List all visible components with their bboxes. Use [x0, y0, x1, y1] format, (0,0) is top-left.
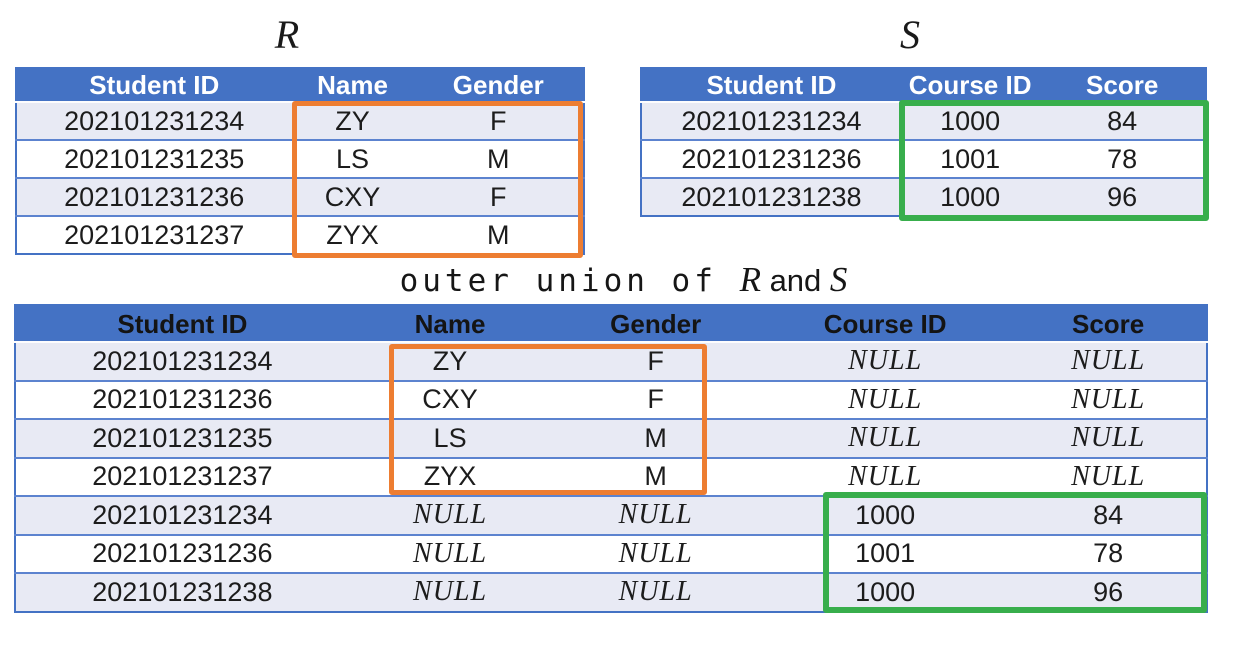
- table-cell-null: NULL: [1010, 456, 1207, 496]
- table-cell: CXY: [291, 177, 414, 216]
- table-cell-null: NULL: [551, 572, 760, 612]
- table-cell: 1000: [759, 572, 1011, 612]
- column-header-student-id: Student ID: [15, 305, 349, 343]
- column-header-student-id: Student ID: [16, 68, 292, 103]
- table-cell-null: NULL: [551, 495, 760, 535]
- table-cell: M: [413, 139, 584, 178]
- table-cell-null: NULL: [1010, 418, 1207, 458]
- table-cell-null: NULL: [1010, 342, 1207, 381]
- table-cell: ZYX: [291, 215, 414, 254]
- caption-segment-conj: and: [760, 263, 830, 298]
- table-cell: 202101231236: [15, 379, 349, 419]
- relation-title-s: S: [900, 12, 920, 57]
- table-cell: 84: [1010, 495, 1207, 535]
- table-cell: M: [413, 215, 584, 254]
- table-cell: 202101231236: [16, 177, 292, 216]
- caption-segment-op: outer union of: [399, 263, 740, 299]
- table-cell: 84: [1039, 102, 1206, 140]
- table-cell: LS: [348, 418, 552, 458]
- column-header-name: Name: [291, 68, 414, 103]
- table-cell: 202101231234: [15, 342, 349, 381]
- table-cell: M: [551, 418, 760, 458]
- column-header-name: Name: [348, 305, 552, 343]
- table-cell: 202101231236: [15, 533, 349, 573]
- table-cell: 1001: [900, 139, 1040, 178]
- table-cell: 202101231235: [16, 139, 292, 178]
- table-cell: 1001: [759, 533, 1011, 573]
- table-cell: 1000: [759, 495, 1011, 535]
- table-cell-null: NULL: [1010, 379, 1207, 419]
- table-cell: ZY: [291, 102, 414, 140]
- column-header-score: Score: [1010, 305, 1207, 343]
- table-cell: 96: [1010, 572, 1207, 612]
- table-cell-null: NULL: [759, 418, 1011, 458]
- table-cell-null: NULL: [759, 342, 1011, 381]
- figure-caption: outer union of R and S: [0, 260, 1247, 300]
- table-cell: 202101231234: [16, 102, 292, 140]
- table-cell: 96: [1039, 177, 1206, 216]
- table-cell-null: NULL: [551, 533, 760, 573]
- caption-segment-relation: R: [739, 260, 761, 299]
- column-header-gender: Gender: [551, 305, 760, 343]
- table-cell: LS: [291, 139, 414, 178]
- table-cell-null: NULL: [759, 379, 1011, 419]
- table-cell: 1000: [900, 177, 1040, 216]
- table-cell: 202101231235: [15, 418, 349, 458]
- table-cell-null: NULL: [348, 533, 552, 573]
- table-cell: F: [413, 102, 584, 140]
- table-cell: 202101231234: [15, 495, 349, 535]
- relation-title-r: R: [274, 12, 300, 57]
- table-cell: CXY: [348, 379, 552, 419]
- table-cell: ZY: [348, 342, 552, 381]
- table-cell: 202101231234: [641, 102, 901, 140]
- table-cell: 202101231237: [16, 215, 292, 254]
- caption-segment-relation: S: [829, 260, 848, 299]
- table-cell: 202101231238: [15, 572, 349, 612]
- table-cell: 78: [1010, 533, 1207, 573]
- table-cell: 202101231236: [641, 139, 901, 178]
- table-cell: 1000: [900, 102, 1040, 140]
- table-cell: 202101231238: [641, 177, 901, 216]
- table-cell: ZYX: [348, 456, 552, 496]
- table-cell: F: [413, 177, 584, 216]
- table-cell: F: [551, 379, 760, 419]
- column-header-student-id: Student ID: [641, 68, 901, 103]
- table-cell: F: [551, 342, 760, 381]
- column-header-course-id: Course ID: [759, 305, 1011, 343]
- column-header-course-id: Course ID: [900, 68, 1040, 103]
- table-cell-null: NULL: [348, 572, 552, 612]
- table-cell: 78: [1039, 139, 1206, 178]
- column-header-gender: Gender: [413, 68, 584, 103]
- table-cell: M: [551, 456, 760, 496]
- table-cell: 202101231237: [15, 456, 349, 496]
- table-cell-null: NULL: [759, 456, 1011, 496]
- table-cell-null: NULL: [348, 495, 552, 535]
- column-header-score: Score: [1039, 68, 1206, 103]
